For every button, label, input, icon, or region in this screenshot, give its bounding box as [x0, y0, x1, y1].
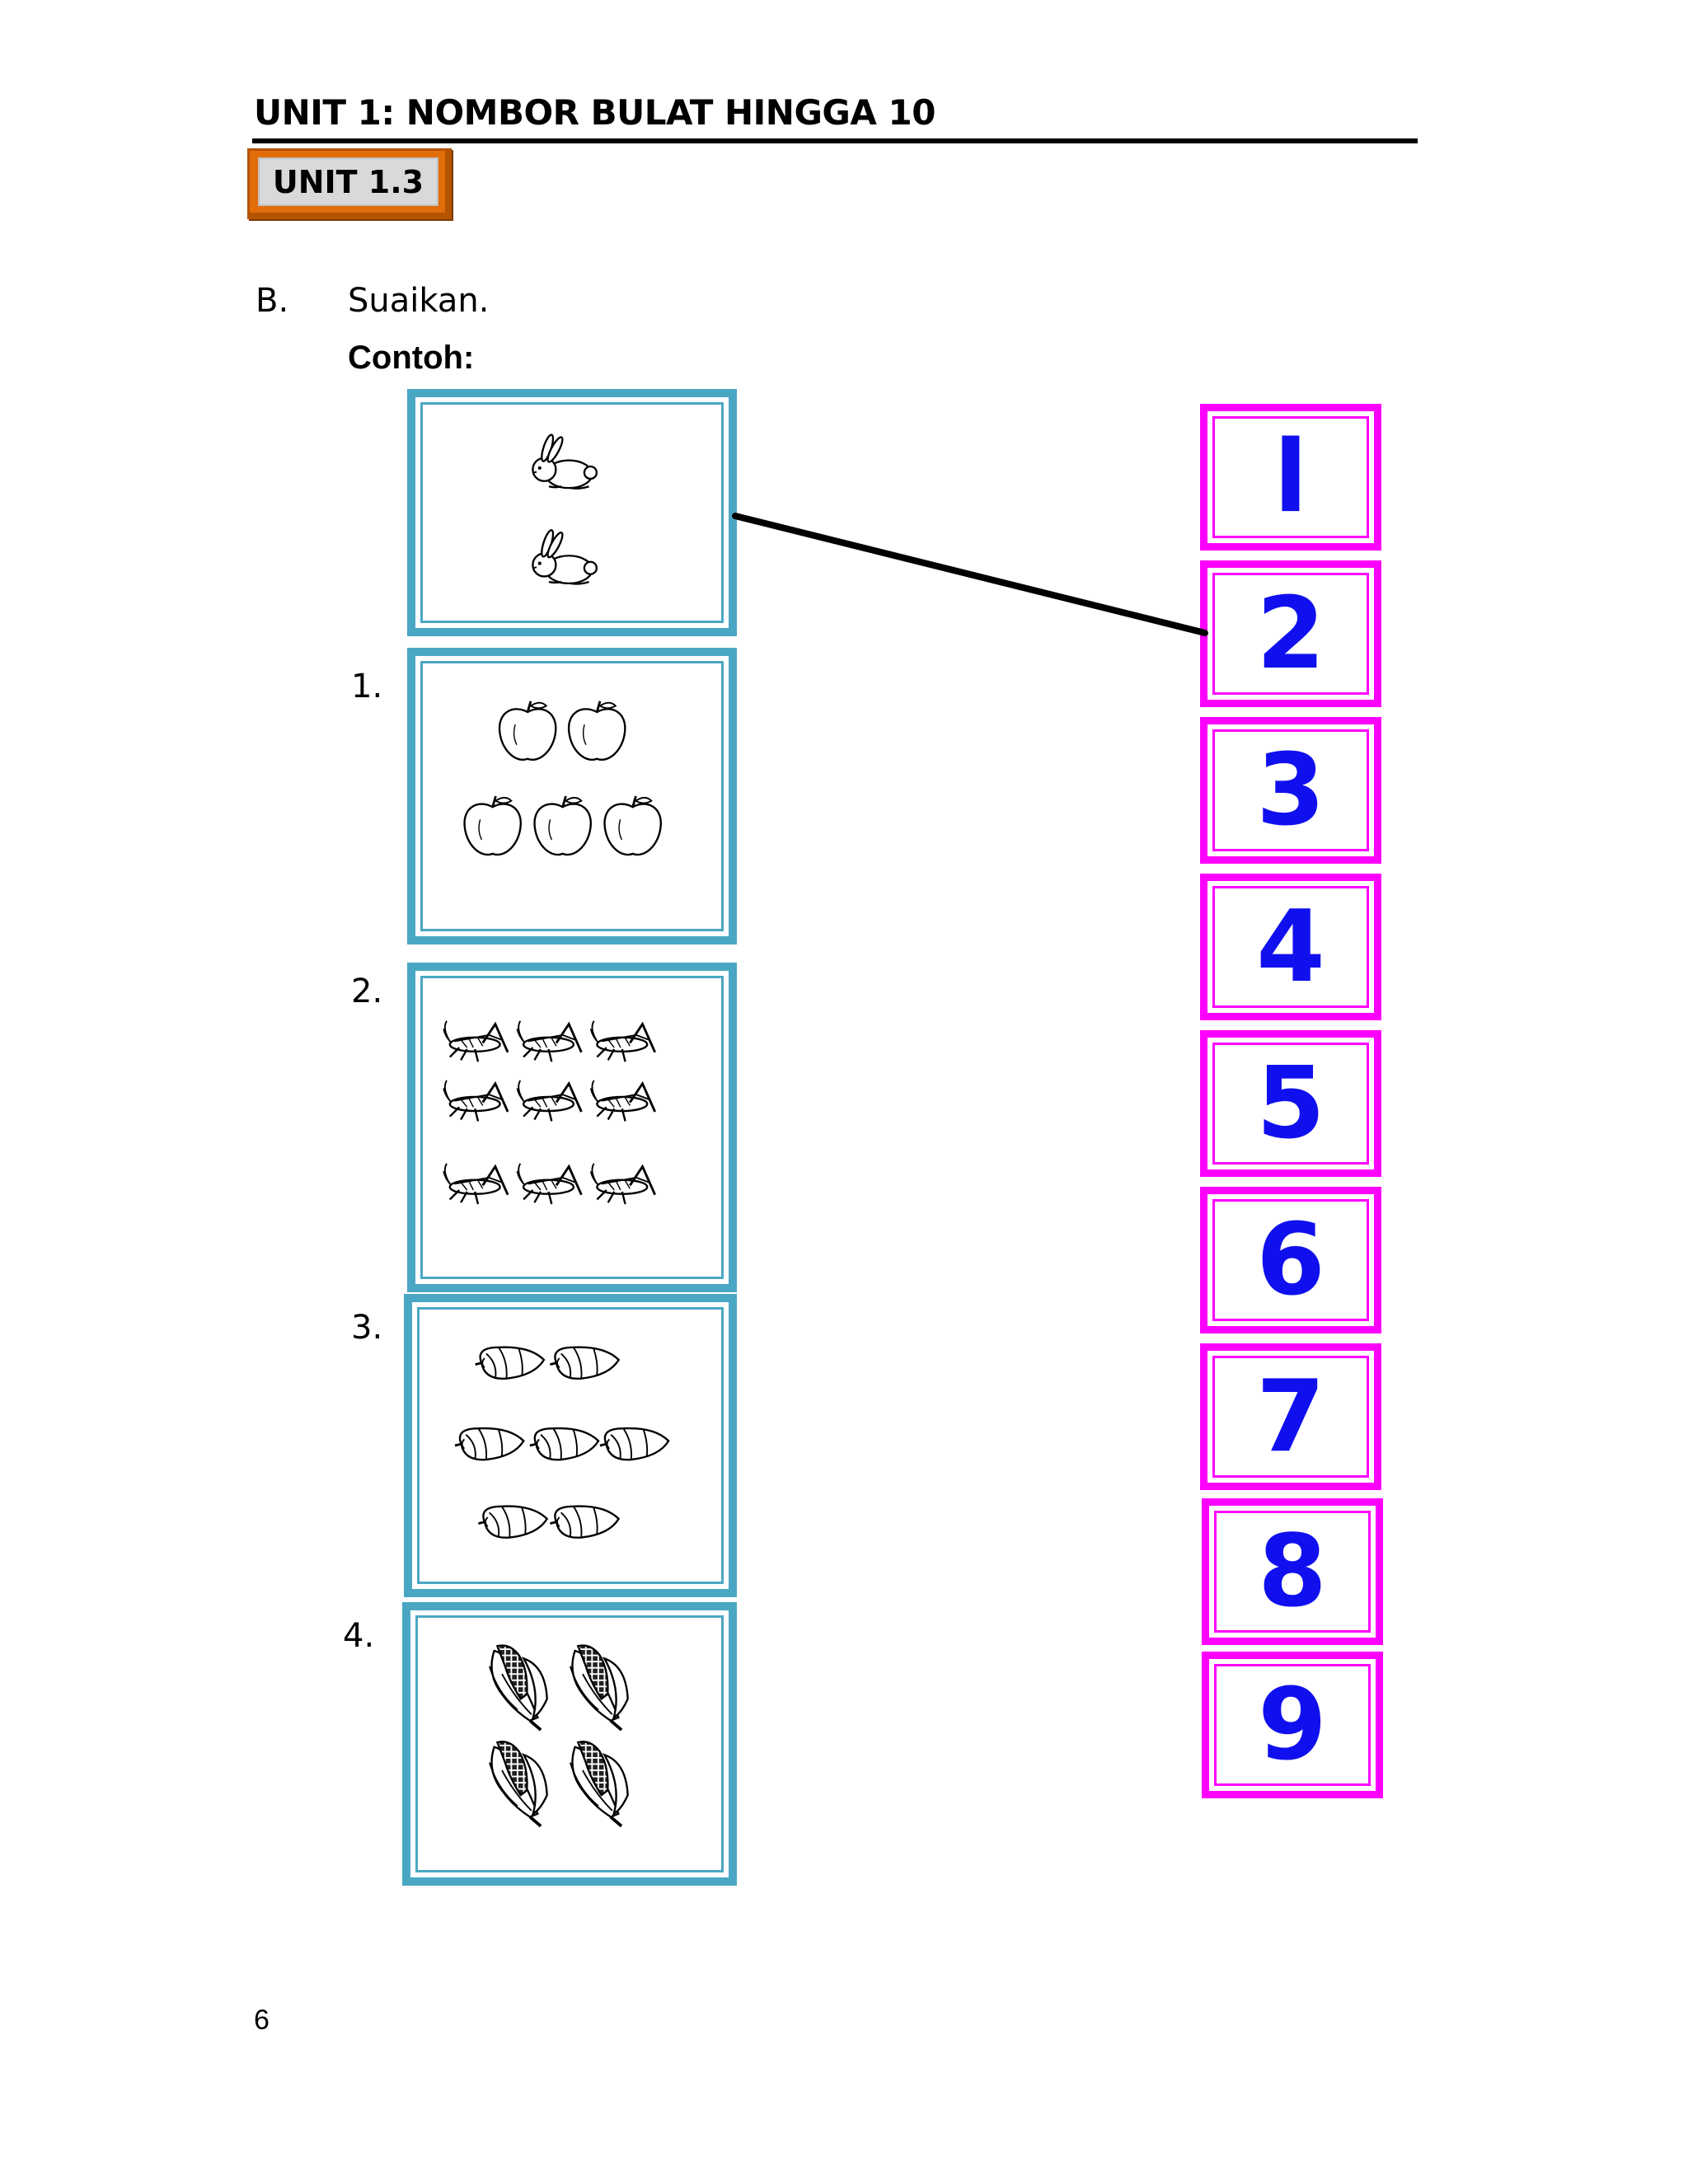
number-label: 3: [1256, 733, 1325, 848]
corn-icon: [569, 1643, 630, 1732]
number-label: 5: [1256, 1046, 1325, 1161]
number-label: l: [1273, 419, 1308, 535]
apple-group: [463, 700, 663, 856]
number-box-6[interactable]: 6: [1200, 1187, 1381, 1333]
starfruit-icon: [598, 1427, 670, 1461]
rabbit-icon: [532, 433, 598, 490]
grasshopper-icon: [589, 1162, 657, 1206]
corn-icon: [569, 1740, 630, 1828]
grasshopper-icon: [442, 1162, 509, 1206]
picture-box-2[interactable]: [407, 963, 737, 1292]
grasshopper-icon: [589, 1019, 657, 1063]
connector-line: [732, 513, 1208, 636]
number-box-7[interactable]: 7: [1200, 1343, 1381, 1490]
question-label-4: 4.: [343, 1617, 375, 1655]
unit-badge: UNIT 1.3: [247, 148, 452, 219]
page-number: 6: [254, 2004, 270, 2036]
grasshopper-icon: [442, 1079, 509, 1122]
apple-icon: [567, 700, 626, 762]
number-label: 6: [1256, 1202, 1325, 1318]
unit-title: UNIT 1: NOMBOR BULAT HINGGA 10: [254, 92, 935, 133]
starfruit-icon: [453, 1427, 525, 1461]
number-label: 8: [1258, 1514, 1327, 1629]
apple-icon: [533, 794, 593, 856]
grasshopper-icon: [442, 1019, 509, 1063]
question-label-1: 1.: [351, 668, 383, 705]
corn-group: [488, 1643, 630, 1828]
starfruit-icon: [528, 1427, 600, 1461]
question-label-2: 2.: [351, 972, 383, 1010]
number-box-8[interactable]: 8: [1202, 1498, 1383, 1645]
number-box-1[interactable]: l: [1200, 404, 1381, 551]
grasshopper-icon: [589, 1079, 657, 1122]
number-label: 9: [1258, 1667, 1327, 1783]
grasshopper-icon: [516, 1079, 583, 1122]
picture-box-example[interactable]: [407, 389, 737, 636]
number-label: 7: [1256, 1359, 1325, 1474]
question-label-3: 3.: [351, 1309, 383, 1347]
corn-icon: [488, 1643, 549, 1732]
grasshopper-group: [442, 1019, 657, 1206]
starfruit-icon: [474, 1346, 546, 1380]
picture-box-3[interactable]: [404, 1294, 737, 1597]
apple-icon: [603, 794, 663, 856]
number-box-4[interactable]: 4: [1200, 874, 1381, 1020]
number-label: 2: [1256, 576, 1325, 691]
apple-icon: [498, 700, 557, 762]
number-box-2[interactable]: 2: [1200, 560, 1381, 707]
rabbit-group: [532, 433, 598, 585]
starfruit-icon: [548, 1505, 621, 1540]
apple-icon: [463, 794, 523, 856]
starfruit-group: [453, 1346, 670, 1540]
example-label: Contoh:: [348, 340, 475, 376]
unit-badge-label: UNIT 1.3: [258, 157, 438, 206]
header-rule: [252, 138, 1418, 143]
picture-box-4[interactable]: [402, 1602, 737, 1886]
number-box-9[interactable]: 9: [1202, 1652, 1383, 1798]
number-box-3[interactable]: 3: [1200, 717, 1381, 864]
number-box-5[interactable]: 5: [1200, 1030, 1381, 1177]
corn-icon: [488, 1740, 549, 1828]
instruction-text: Suaikan.: [348, 282, 490, 320]
grasshopper-icon: [516, 1162, 583, 1206]
number-label: 4: [1256, 889, 1325, 1005]
grasshopper-icon: [516, 1019, 583, 1063]
picture-box-1[interactable]: [407, 648, 737, 944]
rabbit-icon: [532, 527, 598, 585]
starfruit-icon: [476, 1505, 549, 1540]
starfruit-icon: [548, 1346, 621, 1380]
section-letter: B.: [256, 282, 289, 320]
